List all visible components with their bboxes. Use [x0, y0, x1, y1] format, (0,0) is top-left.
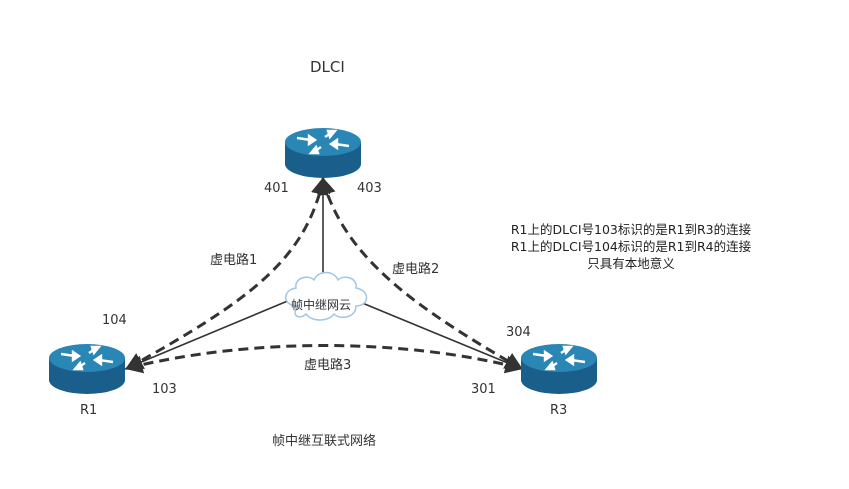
virtual-circuit-1 [124, 176, 329, 370]
dlci-note: R1上的DLCI号103标识的是R1到R3的连接 R1上的DLCI号104标识的… [500, 221, 762, 272]
virtual-circuit-3-label: 虚电路3 [304, 358, 352, 373]
dlci-403-label: 403 [357, 181, 382, 196]
note-line-3: 只具有本地意义 [587, 256, 675, 271]
cloud-label: 帧中继网云 [291, 298, 352, 312]
router-top-icon [285, 128, 361, 178]
virtual-circuit-1-label: 虚电路1 [210, 253, 258, 268]
dlci-301-label: 301 [471, 382, 496, 397]
dlci-103-label: 103 [152, 382, 177, 397]
frame-relay-cloud-icon [285, 271, 368, 321]
dlci-304-label: 304 [506, 325, 531, 340]
router-r1-icon [49, 344, 125, 394]
diagram-title: DLCI [310, 58, 345, 76]
link-r1-cloud [126, 299, 291, 369]
dlci-401-label: 401 [264, 181, 289, 196]
router-r3-label: R3 [550, 403, 568, 418]
virtual-circuit-3 [124, 344, 524, 374]
diagram-caption: 帧中继互联式网络 [272, 434, 377, 449]
link-r3-cloud [354, 299, 521, 369]
dlci-104-label: 104 [102, 313, 127, 328]
virtual-circuit-2-label: 虚电路2 [392, 262, 440, 277]
note-line-1: R1上的DLCI号103标识的是R1到R3的连接 [510, 222, 752, 237]
router-r1-label: R1 [80, 403, 98, 418]
router-top-label: R4 [316, 183, 332, 197]
router-r3-icon [521, 344, 597, 394]
note-line-2: R1上的DLCI号104标识的是R1到R4的连接 [510, 239, 752, 254]
